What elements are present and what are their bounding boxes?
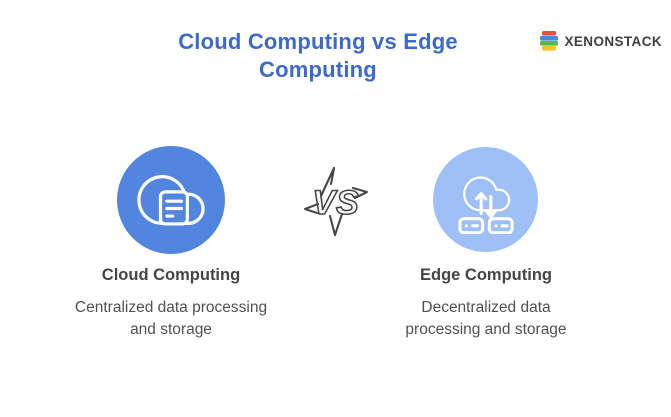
title-line: Computing — [259, 57, 377, 82]
xenonstack-layers-icon — [540, 31, 559, 51]
page-title: Cloud Computing vs Edge Computing — [138, 28, 498, 84]
logo-text: XENONSTACK — [564, 33, 662, 49]
edge-computing-heading: Edge Computing — [420, 266, 552, 284]
cloud-computing-heading: Cloud Computing — [101, 266, 241, 284]
description-line: processing and storage — [405, 321, 567, 338]
xenonstack-logo: XENONSTACK — [538, 29, 662, 53]
description-line: and storage — [130, 321, 212, 338]
title-line: Cloud Computing vs Edge — [178, 29, 458, 54]
edge-computing-circle — [433, 147, 538, 252]
cloud-computing-description: Centralized data processing and storage — [41, 297, 301, 341]
cloud-with-document-icon — [137, 175, 205, 226]
cloud-computing-circle — [117, 146, 225, 254]
vs-badge: VS — [303, 166, 369, 237]
vs-label: VS — [312, 184, 359, 222]
description-line: Decentralized data — [421, 299, 551, 316]
edge-computing-description: Decentralized data processing and storag… — [356, 297, 616, 341]
description-line: Centralized data processing — [74, 299, 268, 316]
cloud-sync-with-devices-icon — [457, 176, 514, 234]
